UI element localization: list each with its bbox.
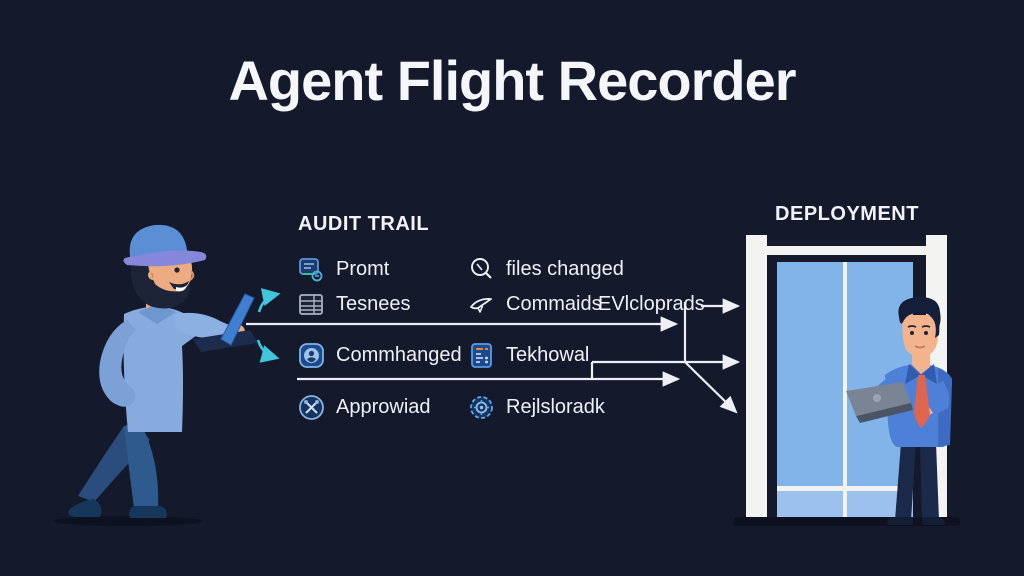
- right-laptop-base: [856, 403, 913, 423]
- door-divider: [843, 262, 847, 518]
- audit-item-tesnees: Tesnees: [298, 291, 411, 318]
- audit-item-label: Commhanged: [336, 344, 462, 366]
- left-person-shadow: [54, 516, 202, 526]
- arrow-diagonal-to-door: [684, 361, 738, 414]
- tie: [914, 375, 930, 428]
- gear-icon: [470, 396, 493, 419]
- door-left-pillar: [746, 235, 767, 520]
- audit-item-commhanged: Commhanged: [298, 342, 462, 369]
- left-person-illustration: [54, 224, 258, 526]
- magnifier-icon: [471, 258, 492, 279]
- audit-item-label: Commaids: [506, 293, 602, 315]
- crossed-tools-icon: [299, 395, 324, 420]
- audit-item-label: files changed: [506, 258, 624, 280]
- hair: [898, 296, 941, 331]
- page-title: Agent Flight Recorder: [228, 49, 796, 112]
- white-flow-lines: [246, 298, 741, 414]
- audit-item-label: Approwiad: [336, 396, 431, 418]
- user-badge-icon: [299, 343, 324, 368]
- audit-item-label: Tesnees: [336, 293, 411, 315]
- paper-plane-icon: [470, 298, 492, 313]
- door-lintel: [752, 246, 942, 255]
- prompt-document-icon: [299, 258, 323, 282]
- audit-item-tekhowal: Tekhowal: [468, 342, 589, 369]
- audit-trail-header: AUDIT TRAIL: [298, 213, 430, 235]
- audit-item-label: Rejlsloradk: [506, 396, 605, 418]
- audit-item-rejlsloradk: Rejlsloradk: [468, 394, 605, 421]
- door-band: [777, 486, 913, 491]
- cap-brim: [123, 250, 207, 267]
- audit-item-prompt: Promt: [298, 256, 389, 283]
- left-laptop-screen: [220, 293, 255, 346]
- calculator-icon: [471, 343, 492, 368]
- cyan-curve-up-icon: [257, 288, 281, 313]
- table-icon: [299, 294, 323, 315]
- audit-item-label: Promt: [336, 258, 390, 280]
- cyan-curve-down-icon: [256, 339, 280, 363]
- audit-item-approwiad: Approwiad: [298, 394, 431, 421]
- right-person-illustration: [846, 296, 952, 525]
- audit-item-commaids: Commaids: [468, 291, 602, 318]
- deployment-header: DEPLOYMENT: [775, 203, 919, 225]
- evlcloprads-label: EVlcloprads: [598, 293, 705, 315]
- audit-item-files-changed: files changed: [468, 256, 624, 283]
- audit-item-label: Tekhowal: [506, 344, 590, 366]
- floor-shadow: [734, 517, 960, 526]
